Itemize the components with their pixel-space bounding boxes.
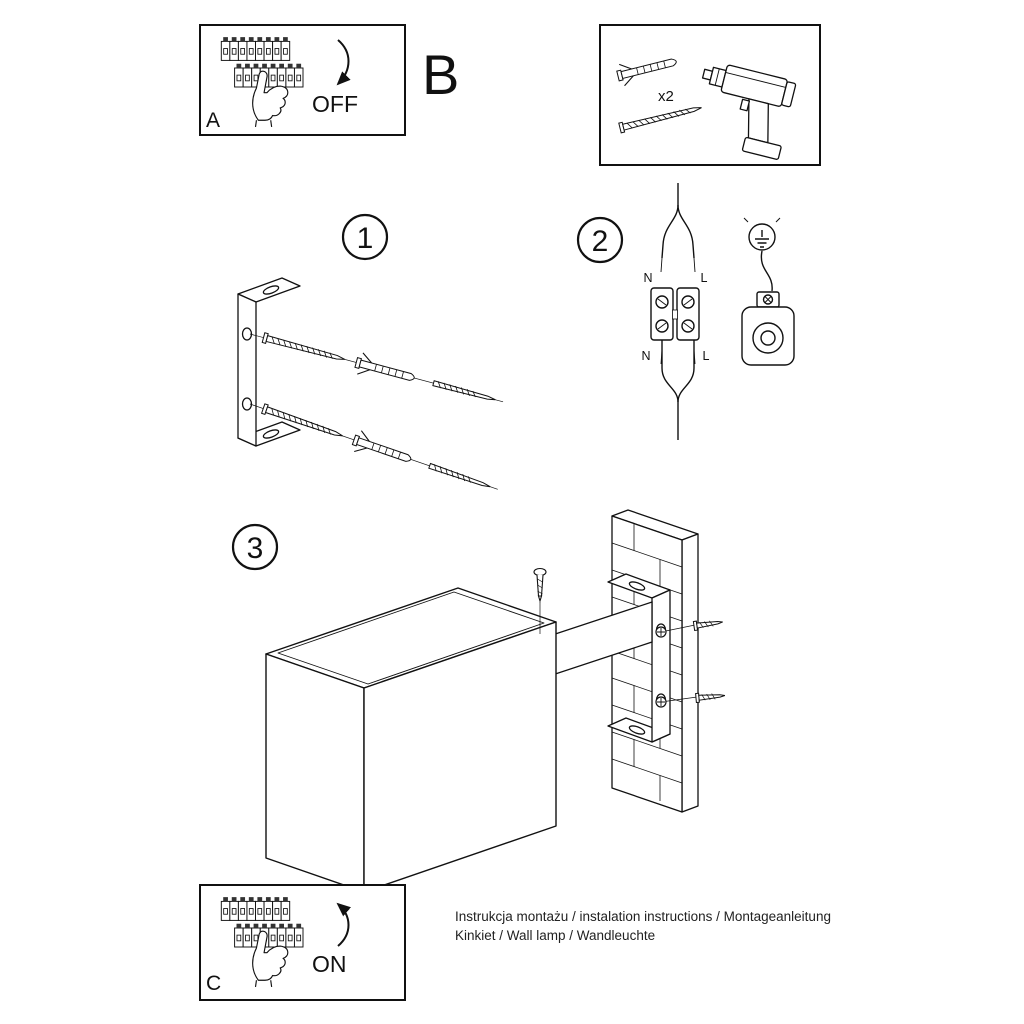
top-screw-icon bbox=[533, 567, 547, 634]
flip-up-arrow-icon bbox=[336, 902, 352, 947]
bracket-screws bbox=[655, 624, 698, 708]
terminal-l-bottom: L bbox=[703, 349, 710, 363]
earth-symbol-icon bbox=[743, 217, 781, 251]
cube-lamp-icon bbox=[265, 587, 557, 893]
step-1-drawing: 1 bbox=[237, 213, 506, 500]
footer-text: Instrukcja montażu / instalation instruc… bbox=[455, 909, 831, 943]
step-1-number: 1 bbox=[357, 222, 374, 255]
quantity-label: x2 bbox=[658, 88, 674, 105]
terminal-n-top: N bbox=[643, 271, 652, 285]
panel-c-power-on: ON C bbox=[199, 884, 406, 1001]
screw-and-plug-row bbox=[247, 323, 506, 412]
panel-c-label: C bbox=[206, 972, 221, 995]
step-3-number: 3 bbox=[247, 532, 264, 565]
screw-and-plug-row bbox=[246, 394, 501, 500]
panel-a-label: A bbox=[206, 109, 220, 132]
lamp-holder-icon bbox=[741, 250, 795, 366]
footer-line-1: Instrukcja montażu / instalation instruc… bbox=[455, 909, 831, 924]
wiring-diagram bbox=[650, 183, 700, 440]
flip-down-arrow-icon bbox=[336, 39, 351, 86]
panel-a-power-off: OFF A bbox=[199, 24, 406, 136]
drill-icon bbox=[701, 64, 797, 160]
step-3-badge bbox=[231, 523, 279, 571]
step-3-drawing: 3 bbox=[231, 509, 726, 893]
terminal-l-top: L bbox=[701, 271, 708, 285]
wall-screw-icon bbox=[695, 690, 726, 703]
section-b-label: B bbox=[422, 43, 459, 106]
terminal-n-bottom: N bbox=[641, 349, 650, 363]
footer-line-2: Kinkiet / Wall lamp / Wandleuchte bbox=[455, 928, 655, 943]
step-2-drawing: 2 N L N L bbox=[576, 183, 795, 440]
panel-a-state: OFF bbox=[312, 91, 358, 117]
panel-c-state: ON bbox=[312, 951, 347, 977]
step-2-number: 2 bbox=[592, 225, 609, 258]
step-2-badge bbox=[576, 216, 624, 264]
toolbox-panel: x2 bbox=[599, 24, 821, 166]
step-1-badge bbox=[341, 213, 389, 261]
